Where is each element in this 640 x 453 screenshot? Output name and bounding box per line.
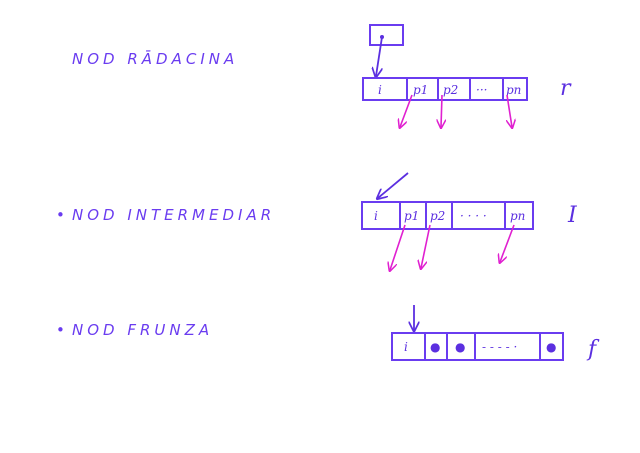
child-pointer-arrow — [507, 94, 512, 127]
cell-label: pn — [506, 83, 521, 97]
root-pointer-arrow — [376, 36, 383, 76]
intermediate-node-section: • NOD INTERMEDIAR i p1 p2 · · · · pn I — [56, 172, 578, 270]
cell-label: - - - - · — [482, 340, 517, 354]
intermediate-node-box — [361, 201, 534, 230]
cell-label: p1 — [413, 83, 428, 97]
cell-label: i — [404, 340, 408, 354]
child-pointer-arrow — [400, 94, 413, 127]
cell-label: pn — [510, 209, 525, 223]
leaf-node-section: • NOD FRUNZA i ● ● - - - - · ● f — [56, 305, 600, 362]
bullet: • — [56, 206, 69, 224]
cell-label: p2 — [443, 83, 458, 97]
cell-label: i — [378, 83, 382, 97]
child-pointer-arrow — [421, 224, 431, 268]
parent-pointer-arrow — [378, 172, 409, 198]
child-pointer-arrow — [390, 224, 406, 270]
cell-label: p2 — [430, 209, 445, 223]
root-node-box — [362, 77, 528, 101]
root-tag: r — [560, 76, 572, 101]
leaf-node-box — [391, 332, 564, 361]
leaf-node-title: NOD FRUNZA — [72, 321, 213, 339]
leaf-tag: f — [586, 337, 600, 362]
cell-label: ● — [546, 340, 556, 354]
root-pointer-box — [369, 24, 404, 46]
root-node-title: NOD RĀDACINA — [72, 50, 238, 68]
root-node-section: NOD RĀDACINA i p1 p2 ··· pn r — [72, 24, 572, 127]
cell-label: · · · · — [460, 209, 487, 223]
cell-label: ··· — [476, 83, 487, 97]
intermediate-node-title: NOD INTERMEDIAR — [72, 206, 275, 224]
cell-label: i — [374, 209, 378, 223]
cell-label: ● — [455, 340, 465, 354]
intermediate-tag: I — [567, 203, 578, 228]
child-pointer-arrow — [441, 94, 442, 127]
bullet: • — [56, 321, 69, 339]
child-pointer-arrow — [500, 224, 515, 262]
cell-label: p1 — [404, 209, 419, 223]
cell-label: ● — [430, 340, 440, 354]
